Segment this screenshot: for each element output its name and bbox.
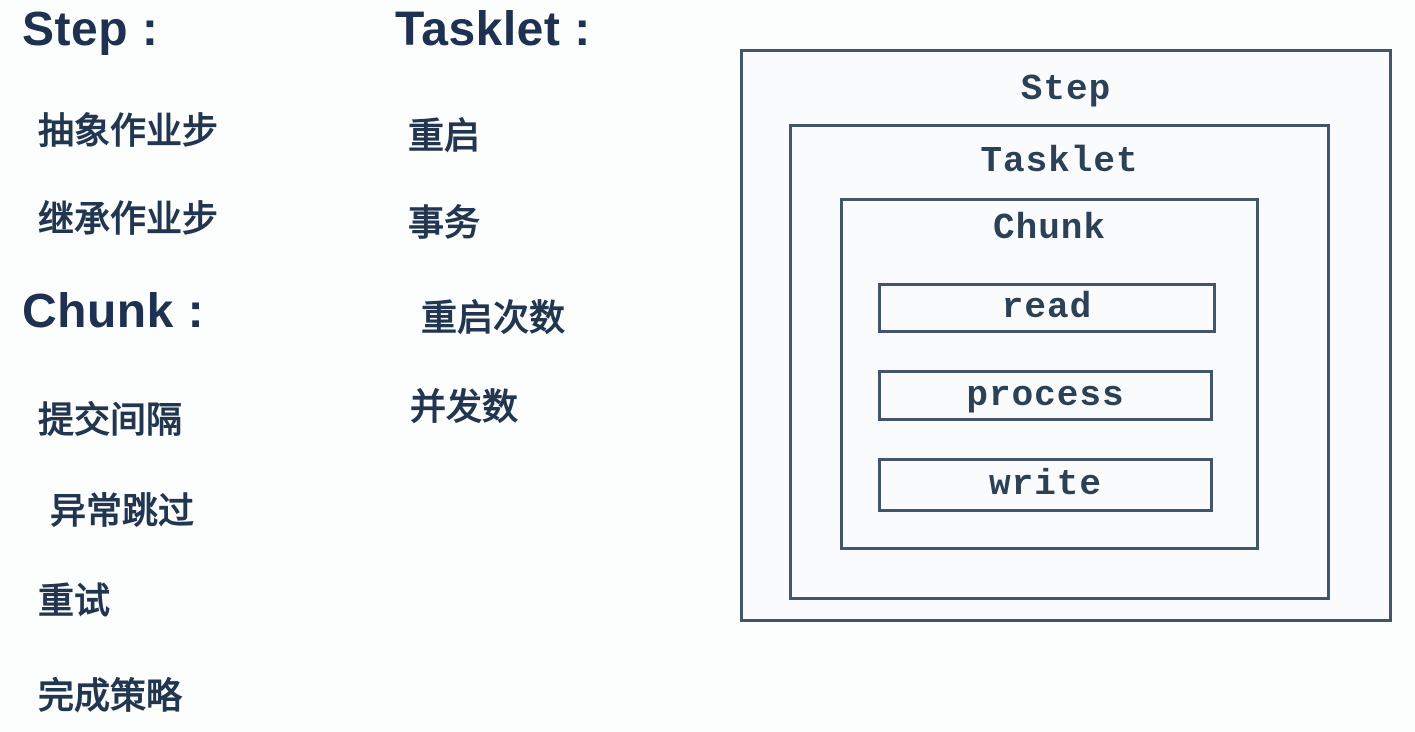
diagram-process-label: process (966, 374, 1125, 416)
step-item-inherit-job-step: 继承作业步 (38, 198, 219, 239)
tasklet-item-restart-count: 重启次数 (421, 297, 566, 338)
read-box: read (878, 283, 1216, 333)
diagram-tasklet-label: Tasklet (980, 141, 1139, 182)
chunk-item-retry: 重试 (38, 580, 111, 621)
diagram-step-label: Step (1020, 69, 1112, 110)
diagram-read-label: read (1001, 287, 1093, 328)
chunk-heading: Chunk : (22, 285, 205, 338)
step-tasklet-chunk-diagram: Step Tasklet Chunk read process write (740, 49, 1392, 622)
tasklet-heading: Tasklet : (395, 3, 591, 56)
tasklet-item-concurrency: 并发数 (410, 386, 519, 427)
chunk-item-commit-interval: 提交间隔 (38, 399, 183, 440)
chunk-box: Chunk read process write (840, 198, 1259, 550)
tasklet-item-transaction: 事务 (408, 202, 481, 243)
step-item-abstract-job-step: 抽象作业步 (38, 110, 219, 151)
write-box: write (878, 458, 1213, 512)
chunk-item-exception-skip: 异常跳过 (50, 490, 195, 531)
process-box: process (878, 370, 1213, 421)
tasklet-item-restart: 重启 (408, 115, 481, 156)
diagram-write-label: write (988, 464, 1103, 505)
diagram-chunk-label: Chunk (992, 208, 1107, 249)
tasklet-box: Tasklet Chunk read process write (789, 124, 1330, 600)
chunk-item-completion-policy: 完成策略 (38, 675, 183, 716)
step-heading: Step : (22, 3, 159, 56)
